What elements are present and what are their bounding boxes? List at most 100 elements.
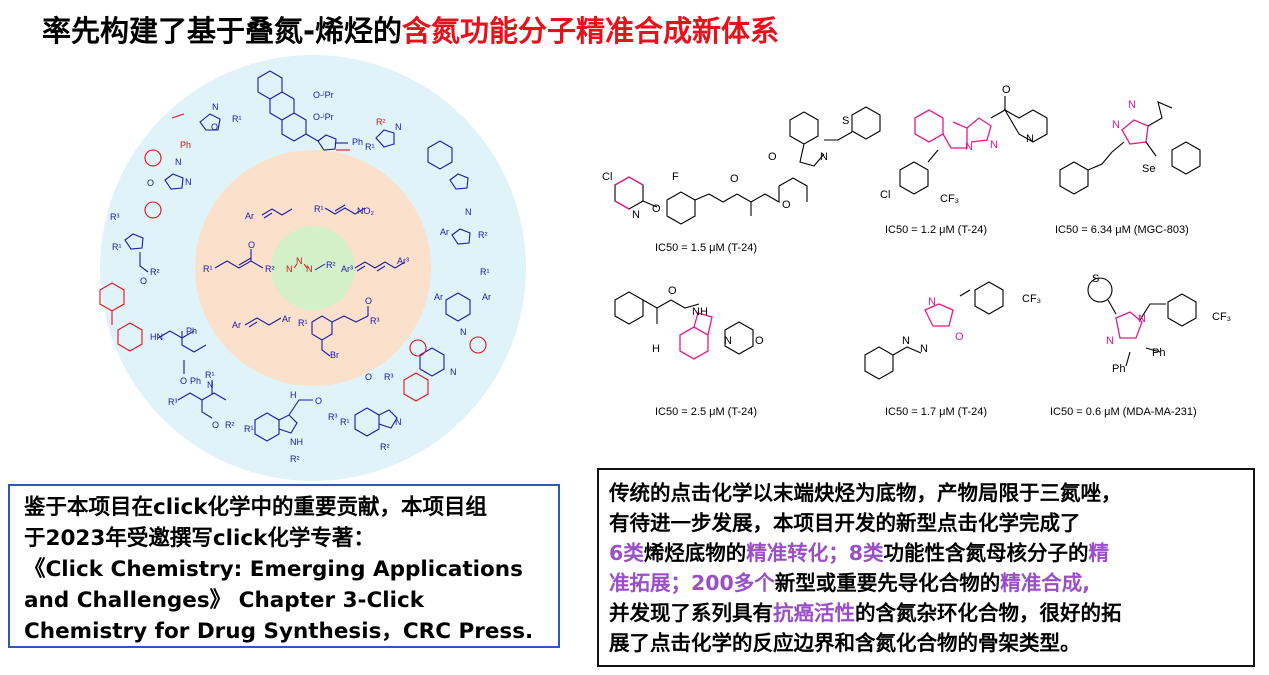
compound-3-structure <box>1121 119 1149 145</box>
svg-text:Ar: Ar <box>282 314 291 324</box>
svg-text:O: O <box>755 335 764 347</box>
svg-text:R²: R² <box>265 264 275 274</box>
svg-text:Ph: Ph <box>1152 347 1165 359</box>
svg-text:N: N <box>1106 335 1114 347</box>
svg-text:N: N <box>395 417 402 427</box>
svg-text:R²: R² <box>225 420 235 430</box>
svg-text:R³: R³ <box>384 372 394 382</box>
svg-text:O: O <box>668 285 677 297</box>
svg-text:O‑ⁱPr: O‑ⁱPr <box>313 112 334 122</box>
svg-text:Ph: Ph <box>180 140 191 150</box>
svg-text:N: N <box>175 157 182 167</box>
svg-text:CF₃: CF₃ <box>1212 311 1231 323</box>
right-box-line: 准拓展；200多个新型或重要先导化合物的精准合成, <box>609 571 1091 595</box>
svg-text:N: N <box>920 343 928 355</box>
svg-text:O: O <box>365 372 372 382</box>
compound-4-structure <box>614 291 754 355</box>
svg-text:N: N <box>306 264 313 274</box>
svg-text:N: N <box>1026 133 1034 145</box>
svg-text:R²: R² <box>478 230 488 240</box>
svg-text:O: O <box>652 203 661 215</box>
svg-text:O: O <box>212 420 219 430</box>
svg-text:Ar: Ar <box>440 227 449 237</box>
svg-text:Br: Br <box>330 350 339 360</box>
svg-text:Ph: Ph <box>1112 363 1125 375</box>
svg-text:O: O <box>730 173 739 185</box>
left-box-line: 《Click Chemistry: Emerging Applications <box>24 557 523 582</box>
ic50-label-1: IC50 = 1.5 μM (T-24) <box>655 242 757 254</box>
svg-text:R³: R³ <box>168 397 178 407</box>
svg-text:Ar: Ar <box>245 211 254 221</box>
svg-text:R¹: R¹ <box>244 424 254 434</box>
svg-text:CF₃: CF₃ <box>1022 293 1041 305</box>
svg-text:S: S <box>1092 273 1099 285</box>
right-box-line: 6类烯烃底物的精准转化；8类功能性含氮母核分子的精 <box>609 541 1110 565</box>
svg-text:Ph: Ph <box>190 376 201 386</box>
product-fragments <box>124 70 471 442</box>
svg-text:N: N <box>460 327 467 337</box>
left-box-line: and Challenges》 Chapter 3-Click <box>24 588 425 613</box>
svg-text:N: N <box>990 139 998 151</box>
compound-2-structure <box>914 109 992 149</box>
ic50-label-5: IC50 = 1.7 μM (T-24) <box>885 406 987 418</box>
svg-text:N: N <box>724 335 732 347</box>
svg-text:O: O <box>955 331 964 343</box>
svg-text:N: N <box>296 256 303 266</box>
svg-text:Ar: Ar <box>434 292 443 302</box>
svg-text:R²: R² <box>326 260 336 270</box>
svg-text:R²: R² <box>290 454 300 464</box>
svg-text:N: N <box>185 177 192 187</box>
right-box-line: 并发现了系列具有抗癌活性的含氮杂环化合物，很好的拓 <box>609 601 1122 625</box>
svg-text:N: N <box>286 264 293 274</box>
title-black: 率先构建了基于叠氮-烯烃的 <box>42 14 403 48</box>
svg-text:R¹: R¹ <box>480 267 490 277</box>
svg-text:Ph: Ph <box>186 326 197 336</box>
red-fragments <box>99 113 487 402</box>
svg-text:R²: R² <box>150 267 160 277</box>
svg-text:N: N <box>212 102 219 112</box>
svg-text:R¹: R¹ <box>298 318 308 328</box>
svg-text:HN: HN <box>150 332 163 342</box>
svg-text:Ar³: Ar³ <box>397 256 409 266</box>
ic50-label-6: IC50 = 0.6 μM (MDA-MA-231) <box>1050 406 1197 418</box>
svg-text:Ar: Ar <box>482 292 491 302</box>
svg-text:Cl: Cl <box>602 171 612 183</box>
svg-text:N: N <box>820 151 828 163</box>
highlight-text: 6类 <box>609 541 644 565</box>
highlight-text: 抗癌活性 <box>773 601 855 625</box>
svg-text:NO₂: NO₂ <box>357 206 375 216</box>
svg-text:N: N <box>928 296 936 308</box>
right-box-line: 有待进一步发展，本项目开发的新型点击化学完成了 <box>609 511 1081 535</box>
book-chapter-box: 鉴于本项目在click化学中的重要贡献，本项目组 于2023年受邀撰写click… <box>8 484 560 648</box>
svg-text:O: O <box>211 122 218 132</box>
svg-text:S: S <box>842 115 849 127</box>
svg-text:N: N <box>632 209 640 221</box>
left-box-line: Chemistry for Drug Synthesis，CRC Press. <box>24 619 534 644</box>
highlight-text: 精准合成, <box>1000 571 1091 595</box>
svg-text:R²: R² <box>376 117 386 127</box>
title-red: 含氮功能分子精准合成新体系 <box>402 14 780 48</box>
svg-text:R¹: R¹ <box>203 264 213 274</box>
svg-text:N: N <box>1128 99 1136 111</box>
svg-text:NH: NH <box>692 306 708 318</box>
svg-text:R³: R³ <box>110 212 120 222</box>
svg-text:F: F <box>672 171 679 183</box>
svg-text:O: O <box>140 276 147 286</box>
svg-text:O: O <box>147 178 154 188</box>
highlight-text: 精准转化；8类 <box>746 541 884 565</box>
svg-text:R²: R² <box>380 442 390 452</box>
svg-text:N: N <box>1138 313 1146 325</box>
svg-text:N: N <box>395 122 402 132</box>
svg-text:R¹: R¹ <box>232 114 242 124</box>
azide-center: N N N R² <box>286 256 336 274</box>
svg-text:N: N <box>450 367 457 377</box>
svg-text:N: N <box>207 380 214 390</box>
svg-text:R¹: R¹ <box>365 142 375 152</box>
ic50-label-4: IC50 = 2.5 μM (T-24) <box>655 406 757 418</box>
svg-text:O: O <box>248 240 255 250</box>
svg-text:R¹: R¹ <box>340 417 350 427</box>
ic50-label-3: IC50 = 6.34 μM (MGC-803) <box>1055 224 1189 236</box>
svg-text:N: N <box>902 335 910 347</box>
svg-text:Se: Se <box>1142 163 1155 175</box>
